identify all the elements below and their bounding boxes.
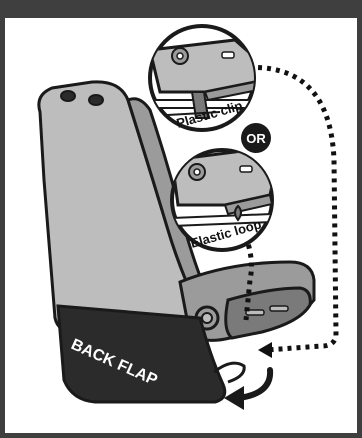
dotted-path-outer xyxy=(239,64,339,353)
seat-base-slot-2 xyxy=(269,305,289,312)
flap-strap xyxy=(213,361,246,384)
seat-base-slot-1 xyxy=(245,309,265,316)
plastic-clip-inset: Plastic clip xyxy=(148,24,256,132)
headrest-bolt-left xyxy=(60,90,76,102)
hinge-bolt-center xyxy=(201,312,213,324)
or-badge xyxy=(241,123,271,153)
elastic-loop-inset: Elastic loop xyxy=(170,148,274,252)
or-label: OR xyxy=(246,131,266,146)
headrest-bolt-right xyxy=(88,94,104,106)
tuck-arrow-head xyxy=(224,386,244,410)
dotted-path-arrowhead xyxy=(258,342,272,358)
back-flap xyxy=(56,304,227,404)
